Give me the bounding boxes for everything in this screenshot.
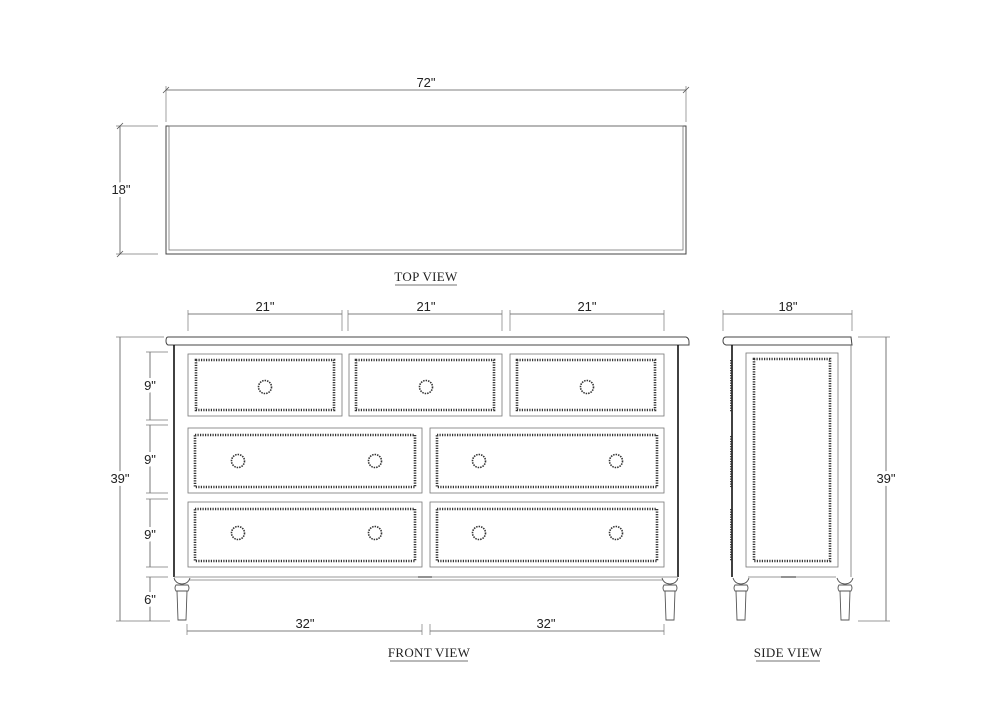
drawer-width-label-3: 21" xyxy=(577,299,596,314)
top-drawer-row xyxy=(187,353,665,417)
side-view-title: SIDE VIEW xyxy=(754,645,823,660)
side-height-label: 39" xyxy=(876,471,895,486)
row-height-label-2: 9" xyxy=(144,452,156,467)
drawer-width-label-1: 21" xyxy=(255,299,274,314)
top-drawer-dimensions: 21" 21" 21" xyxy=(187,299,665,331)
leg-height-label: 6" xyxy=(144,592,156,607)
side-view: 18" 39" SIDE VIEW xyxy=(722,299,899,662)
row-height-label-1: 9" xyxy=(144,378,156,393)
bottom-drawer-row xyxy=(187,501,665,568)
front-view-title: FRONT VIEW xyxy=(388,645,471,660)
middle-drawer-row xyxy=(187,427,665,494)
overall-height-label: 39" xyxy=(110,471,129,486)
front-view: 21" 21" 21" 39" 9" 9" 9" 6" xyxy=(107,299,690,662)
front-legs xyxy=(173,577,679,621)
bottom-width-label-1: 32" xyxy=(295,616,314,631)
top-depth-label: 18" xyxy=(111,182,130,197)
side-depth-label: 18" xyxy=(778,299,797,314)
top-view: 72" 18" TOP VIEW xyxy=(108,75,690,286)
top-width-label: 72" xyxy=(416,75,435,90)
bottom-width-label-2: 32" xyxy=(536,616,555,631)
row-height-label-3: 9" xyxy=(144,527,156,542)
drawer-width-label-2: 21" xyxy=(416,299,435,314)
top-view-title: TOP VIEW xyxy=(394,269,458,284)
